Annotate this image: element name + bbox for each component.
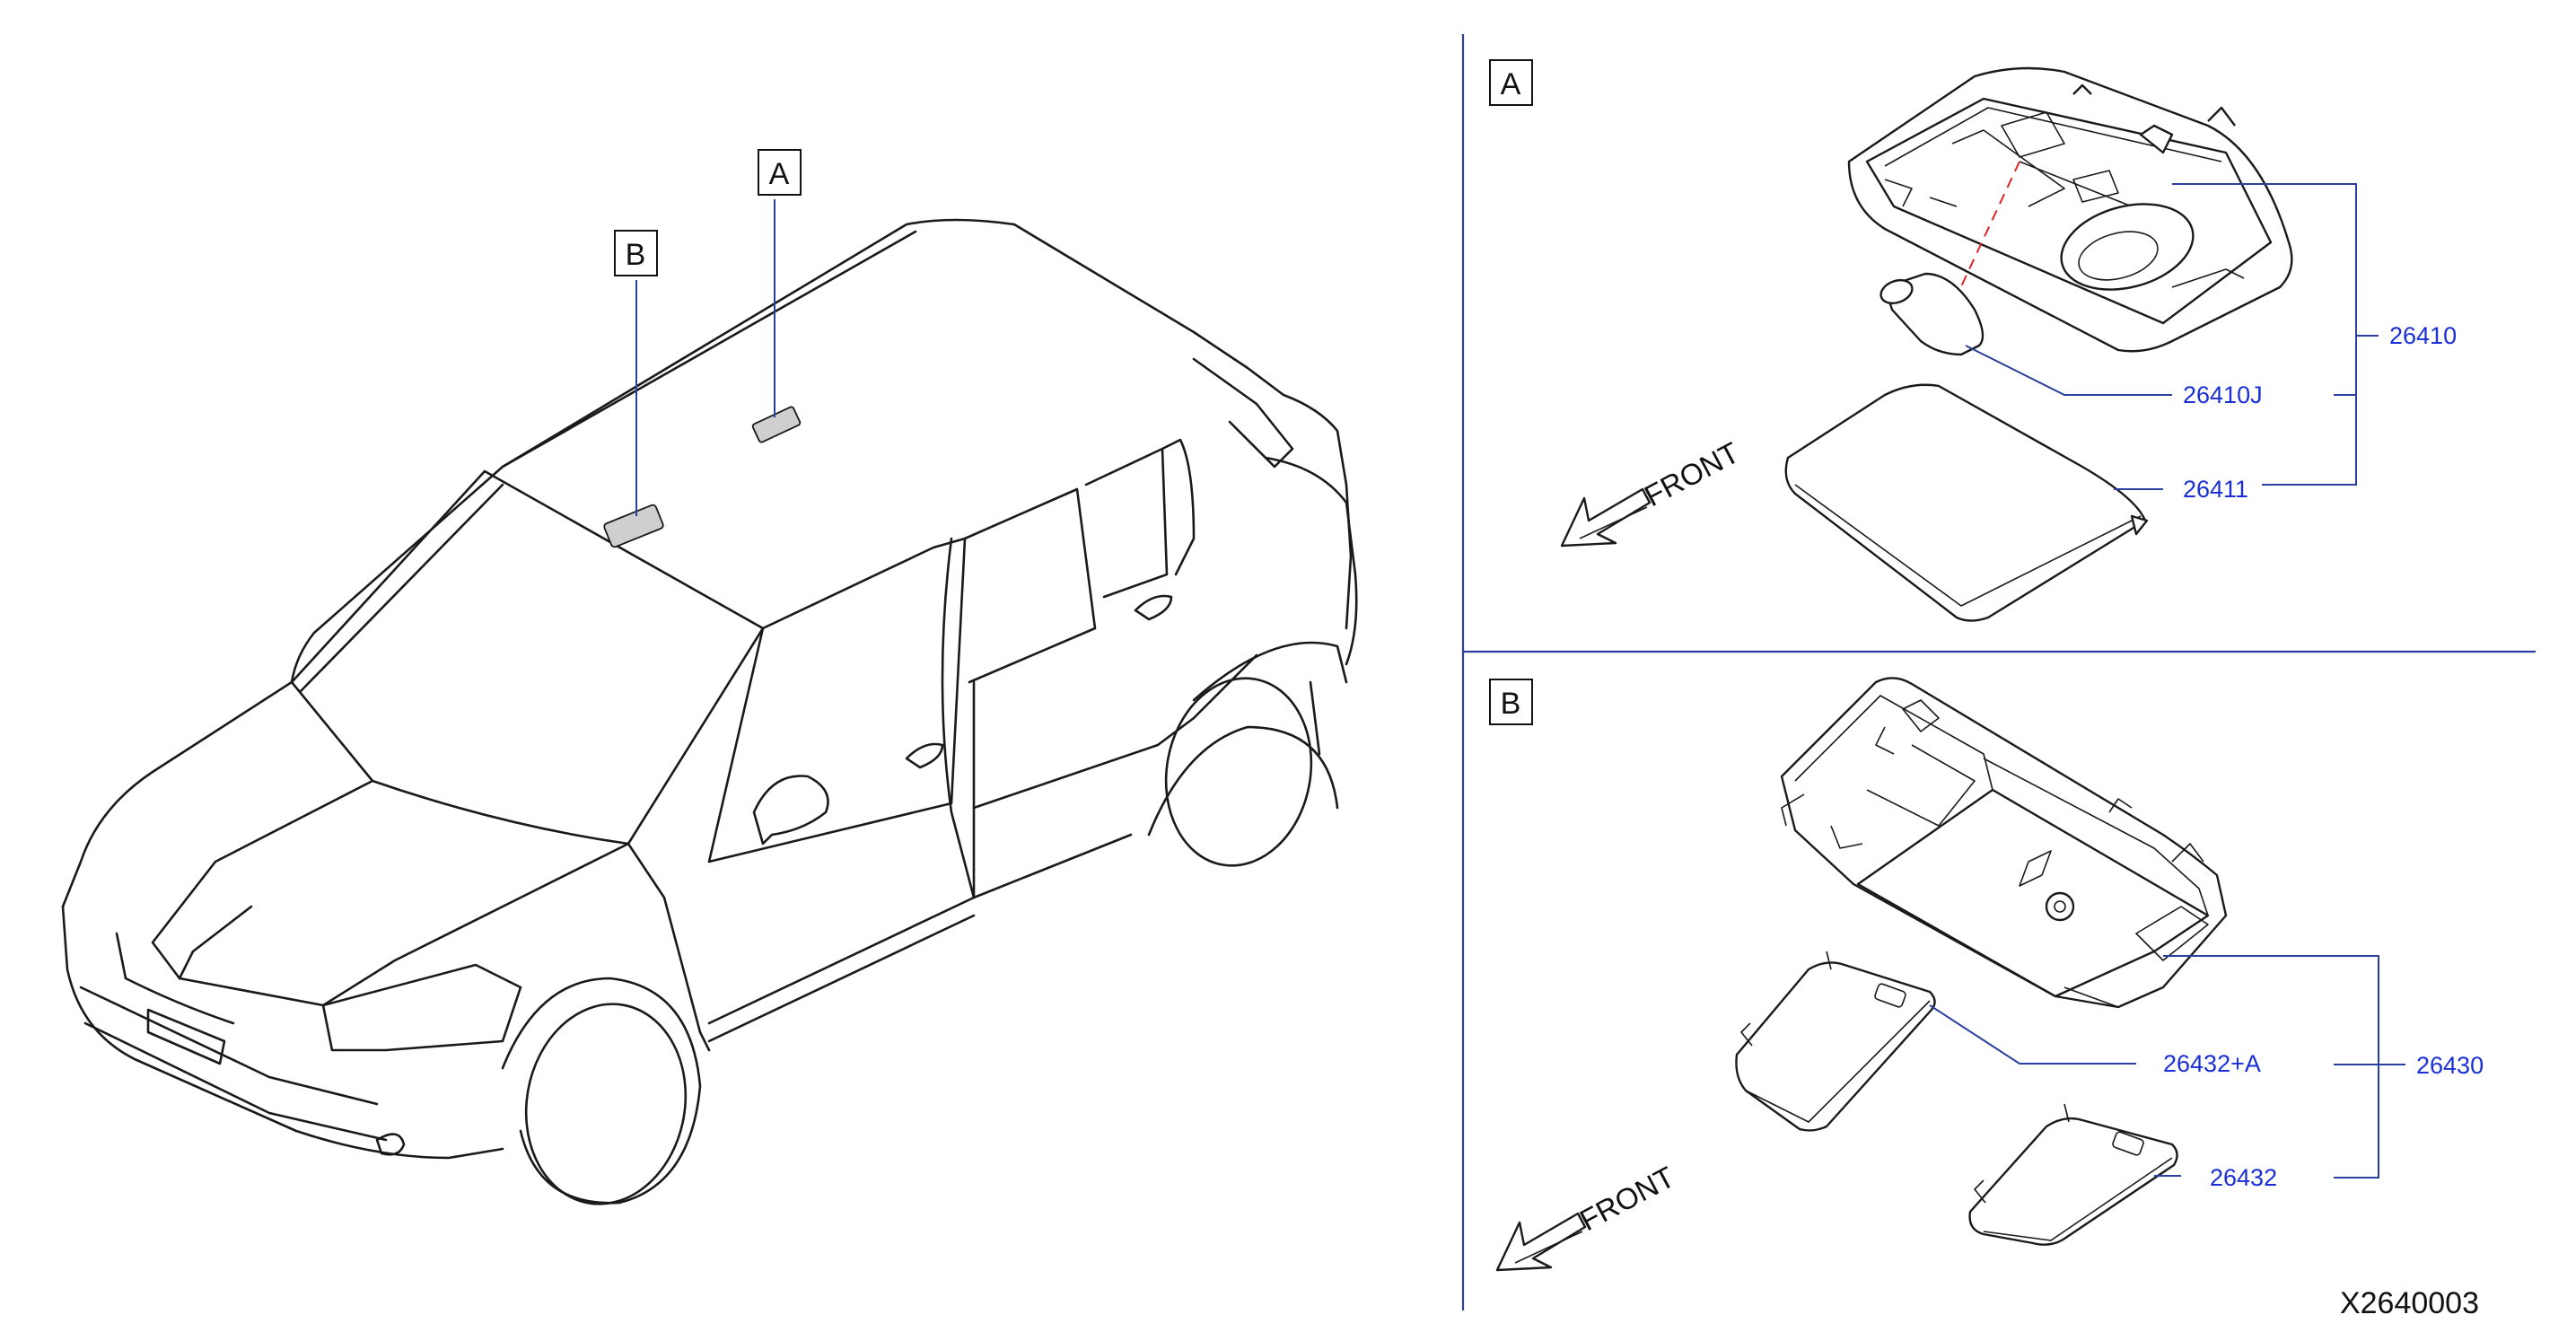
car-room-lamp-icon: [603, 504, 664, 548]
part-number-26432: 26432: [2210, 1164, 2277, 1191]
part-number-26410j: 26410J: [2183, 381, 2263, 408]
lens-26432: [1968, 1103, 2178, 1246]
part-number-26430: 26430: [2416, 1052, 2484, 1079]
part-number-26410: 26410: [2389, 322, 2457, 349]
lamp-housing-26410: [1847, 66, 2293, 353]
section-a-label: A: [1501, 67, 1521, 101]
front-label-b: FRONT: [1574, 1160, 1680, 1237]
car-callout-b-label: B: [626, 238, 646, 272]
part-number-26432-a: 26432+A: [2163, 1050, 2261, 1077]
car-callout-a: A: [758, 149, 802, 196]
part-number-26411: 26411: [2183, 476, 2248, 503]
lamp-housing-26430: [1780, 677, 2228, 1009]
section-b-label: B: [1501, 687, 1521, 721]
bulb-26410j: [1879, 272, 1985, 356]
car-callout-b: B: [614, 230, 658, 276]
section-a: A: [1489, 59, 2457, 622]
diagram-code: X2640003: [2340, 1286, 2479, 1320]
front-label-a: FRONT: [1639, 435, 1745, 513]
section-b: B: [1489, 677, 2484, 1272]
car-callout-a-label: A: [769, 157, 790, 191]
lens-26411: [1784, 383, 2149, 622]
car-map-lamp-icon: [751, 406, 802, 443]
section-a-label-box: A: [1489, 59, 1533, 106]
section-b-label-box: B: [1489, 679, 1533, 725]
car-illustration: A B: [61, 149, 1358, 1205]
lens-26432-a: [1735, 951, 1936, 1132]
front-arrow-b: FRONT: [1495, 1160, 1680, 1272]
front-arrow-a: FRONT: [1560, 435, 1745, 548]
